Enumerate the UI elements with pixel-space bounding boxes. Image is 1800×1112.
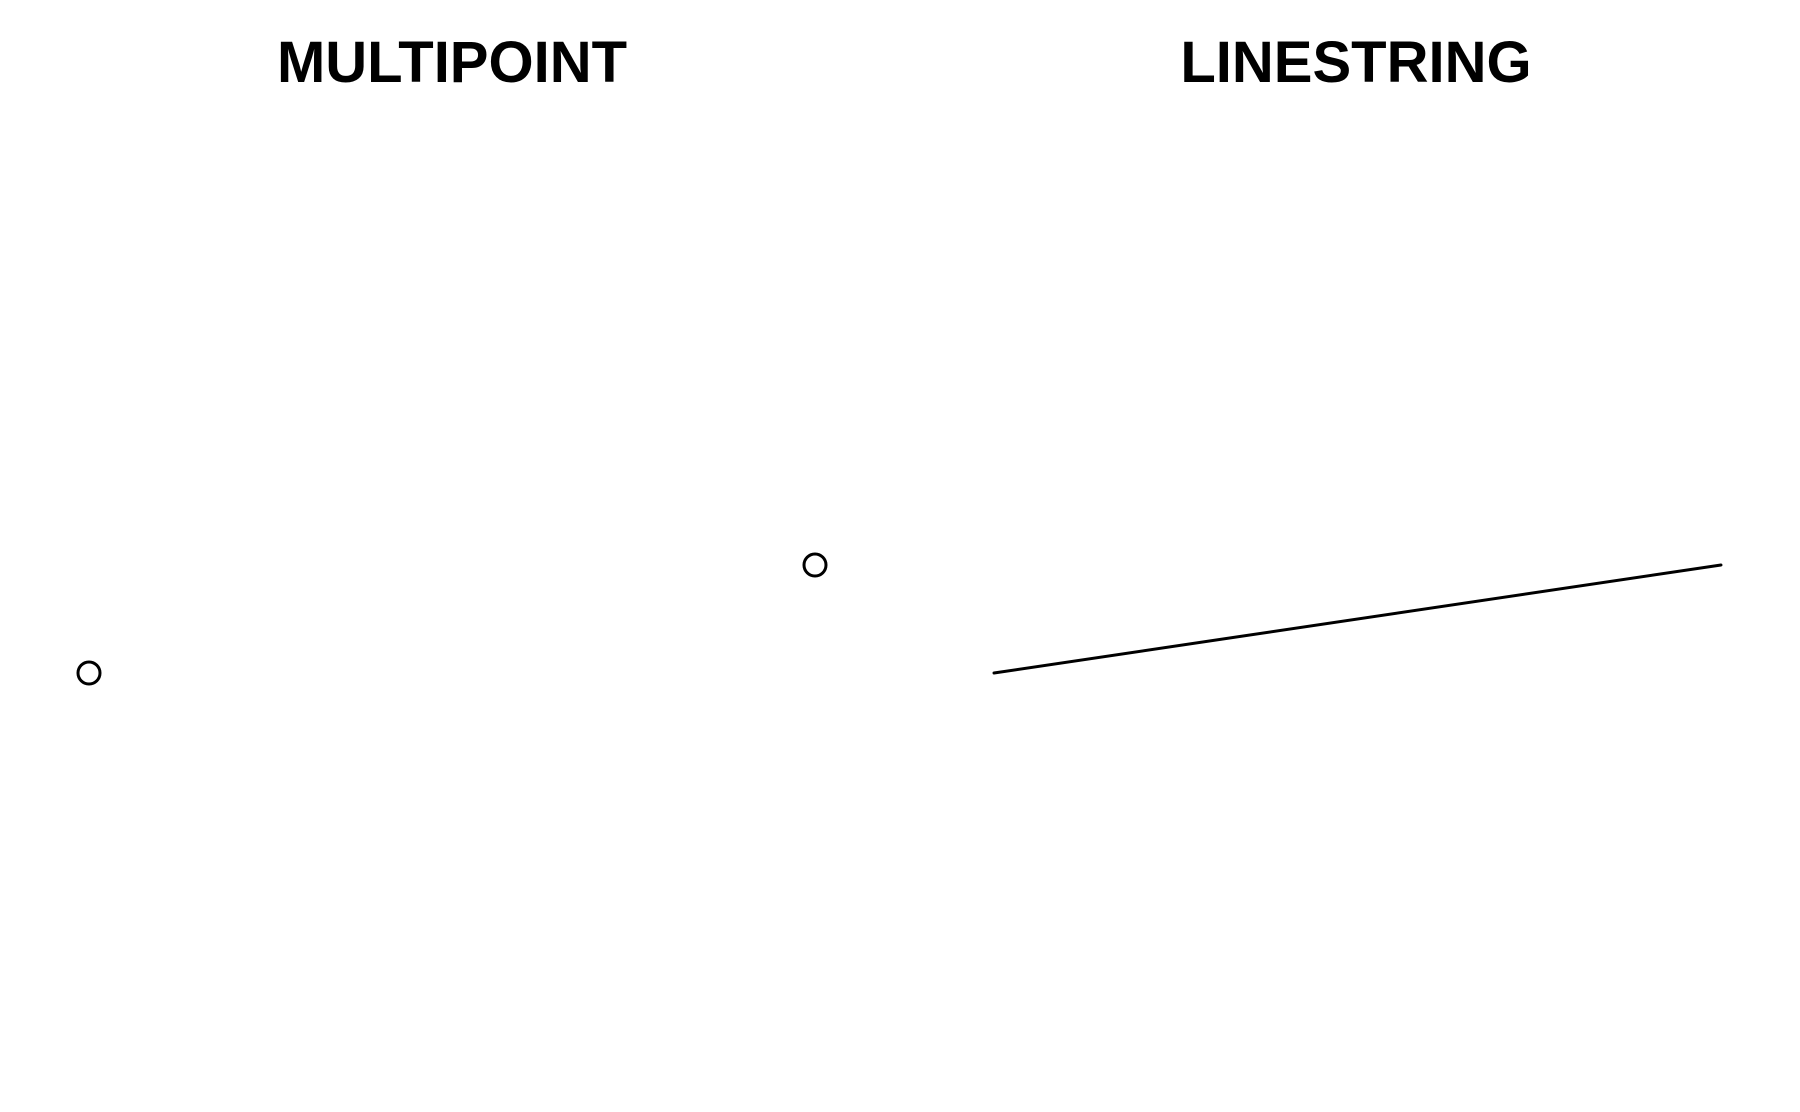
- multipoint-point-1: [76, 660, 102, 686]
- multipoint-marks: [76, 552, 828, 686]
- multipoint-title: MULTIPOINT: [277, 30, 627, 95]
- linestring-title: LINESTRING: [1180, 30, 1531, 95]
- linestring-panel: LINESTRING: [992, 30, 1723, 675]
- linestring-line: [992, 563, 1723, 675]
- linestring-marks: [992, 563, 1723, 675]
- multipoint-panel: MULTIPOINT: [76, 30, 828, 686]
- multipoint-point-2: [802, 552, 828, 578]
